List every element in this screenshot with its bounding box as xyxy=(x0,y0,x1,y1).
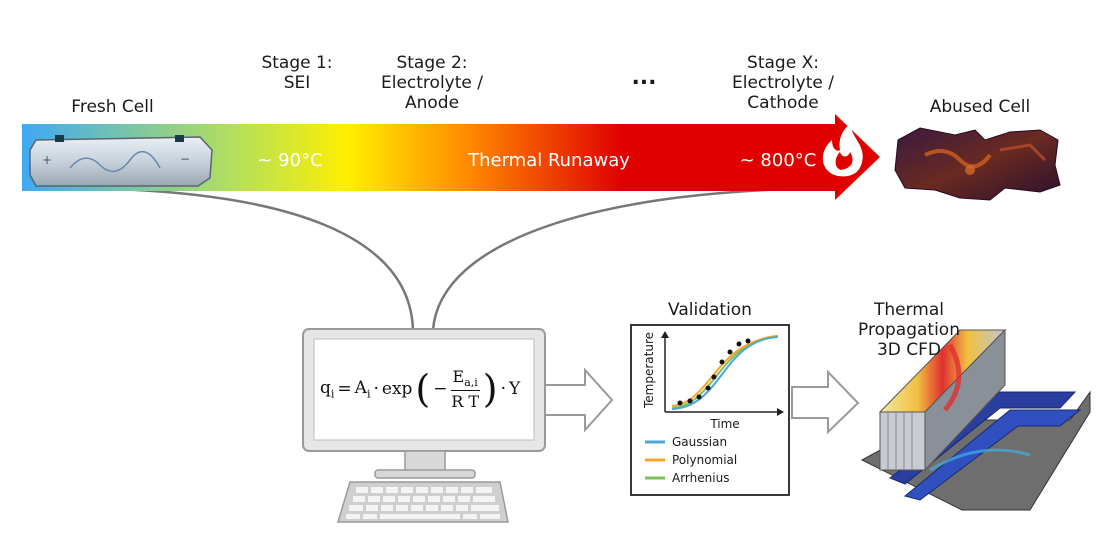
formula-minus: − xyxy=(433,379,448,399)
fresh-cell-image: + − xyxy=(29,135,213,187)
flow-arrow-right-1 xyxy=(544,367,614,433)
formula-denominator: R T xyxy=(451,392,480,412)
legend-polynomial: Polynomial xyxy=(672,453,738,467)
stage2-name-line1: Electrolyte / xyxy=(381,73,483,93)
cfd-title-line3: 3D CFD xyxy=(876,340,942,360)
validation-panel xyxy=(630,324,790,496)
stage2-title: Stage 2: xyxy=(396,53,468,73)
formula-open-paren: ( xyxy=(415,367,431,411)
kinetic-formula: qi = Ai · exp ( − Ea,i R T ) · Y xyxy=(320,364,530,414)
formula-num-symbol: E xyxy=(452,366,465,386)
cable-left xyxy=(59,186,415,331)
stagex-label: Stage X: Electrolyte / Cathode xyxy=(717,53,849,113)
stagex-name-line2: Cathode xyxy=(747,93,819,113)
formula-dot-1: · xyxy=(373,379,379,399)
validation-xlabel: Time xyxy=(710,417,740,431)
keyboard xyxy=(336,481,509,523)
formula-dot-2: · xyxy=(500,379,506,399)
fresh-cell-label: Fresh Cell xyxy=(71,97,154,117)
formula-fraction: Ea,i R T xyxy=(450,366,480,412)
polynomial-curve xyxy=(671,335,779,407)
stage2-label: Stage 2: Electrolyte / Anode xyxy=(366,53,498,113)
svg-text:−: − xyxy=(180,152,190,166)
flow-arrow-right-2 xyxy=(791,369,860,435)
cfd-model xyxy=(860,328,1091,511)
measurement-points xyxy=(677,338,751,406)
formula-close-paren: ) xyxy=(482,367,498,411)
thermal-runaway-label: Thermal Runaway xyxy=(468,150,630,171)
flame-icon xyxy=(822,124,863,177)
thermal-runaway-arrow xyxy=(22,114,880,200)
cfd-title-line1: Thermal xyxy=(873,300,944,320)
formula-num-sub: a,i xyxy=(464,376,478,390)
ellipsis: ... xyxy=(631,65,657,90)
stagex-title: Stage X: xyxy=(747,53,819,73)
formula-numerator: Ea,i xyxy=(450,366,480,392)
stage1-label: Stage 1: SEI xyxy=(245,53,349,93)
legend-gaussian: Gaussian xyxy=(672,435,728,449)
cfd-title: Thermal Propagation 3D CFD xyxy=(846,300,972,360)
validation-title: Validation xyxy=(668,300,752,320)
abused-cell-label: Abused Cell xyxy=(929,97,1031,117)
stagex-name-line1: Electrolyte / xyxy=(732,73,834,93)
stage1-name: SEI xyxy=(283,73,311,93)
computer-monitor xyxy=(302,328,546,479)
stage1-title: Stage 1: xyxy=(261,53,333,73)
temperature-high-label: ~ 800°C xyxy=(739,150,817,171)
formula-exp: exp xyxy=(381,379,413,399)
formula-prefactor: Ai xyxy=(355,378,371,400)
svg-text:+: + xyxy=(42,153,52,167)
formula-a-sub: i xyxy=(366,387,371,401)
legend-arrhenius: Arrhenius xyxy=(672,471,730,485)
formula-lhs: qi xyxy=(320,378,334,400)
stage2-name-line2: Anode xyxy=(404,93,460,113)
formula-lhs-symbol: q xyxy=(320,377,331,398)
formula-equals: = xyxy=(337,379,352,399)
temperature-low-label: ~ 90°C xyxy=(257,150,323,171)
formula-a-symbol: A xyxy=(354,377,367,398)
abused-cell-image xyxy=(894,127,1061,201)
gaussian-curve xyxy=(671,336,779,410)
cfd-title-line2: Propagation xyxy=(858,320,960,340)
formula-lhs-sub: i xyxy=(330,387,335,401)
formula-y: Y xyxy=(509,379,521,399)
validation-ylabel: Temperature xyxy=(642,332,656,409)
